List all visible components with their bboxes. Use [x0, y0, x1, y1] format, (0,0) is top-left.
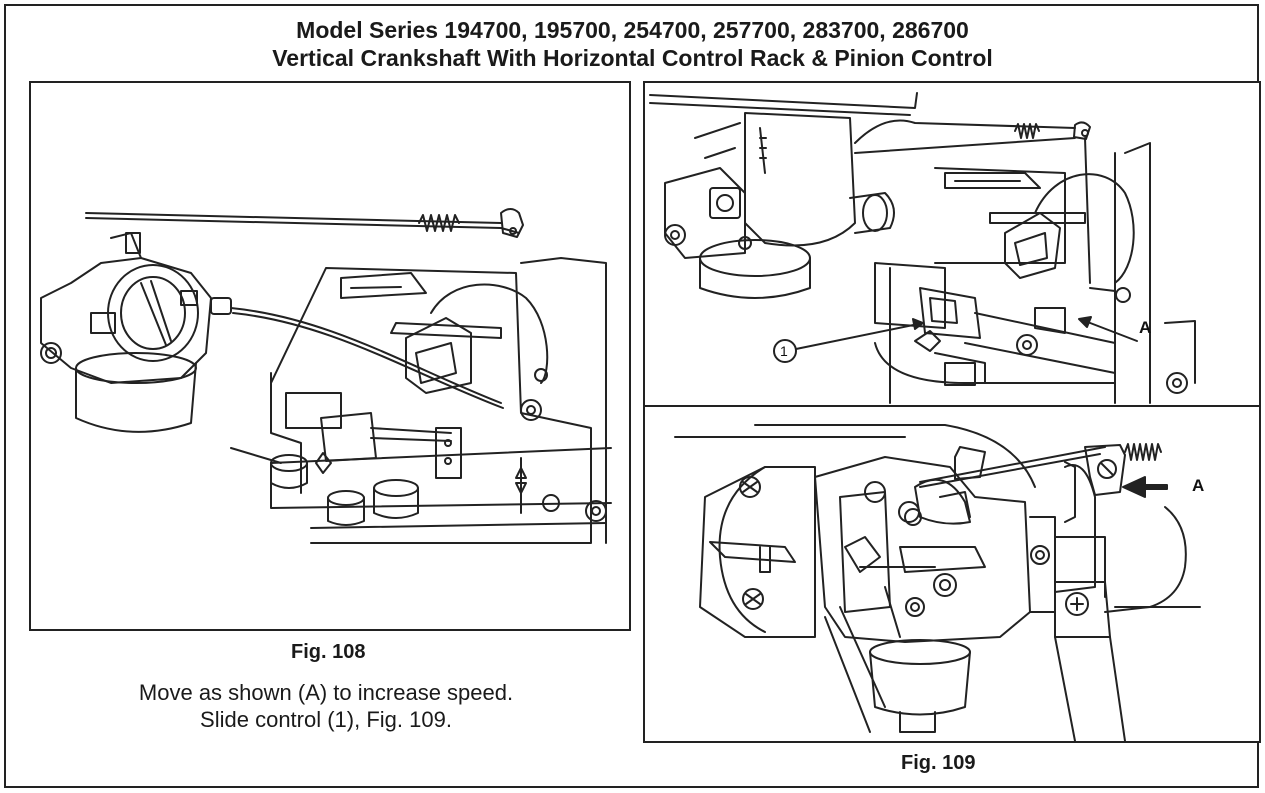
callout-a-bottom: A — [1192, 476, 1204, 495]
figure-109-top-illustration: 1 A — [649, 92, 1196, 404]
instruction-increase-speed: Move as shown (A) to increase speed. — [138, 680, 514, 705]
figure-109-divider — [643, 405, 1261, 407]
figure-108-panel — [29, 81, 631, 631]
title-model-series: Model Series 194700, 195700, 254700, 257… — [296, 17, 969, 43]
instruction-slide-control: Slide control (1), Fig. 109. — [200, 707, 452, 732]
figure-108-caption: Fig. 108 — [291, 641, 366, 663]
figure-109-caption: Fig. 109 — [901, 752, 976, 774]
title-control-type: Vertical Crankshaft With Horizontal Cont… — [272, 45, 993, 71]
figure-108-illustration — [40, 208, 612, 544]
callout-a-top: A — [1139, 318, 1151, 337]
callout-1-number: 1 — [780, 343, 788, 359]
figure-109-bottom-illustration: A — [674, 424, 1204, 741]
